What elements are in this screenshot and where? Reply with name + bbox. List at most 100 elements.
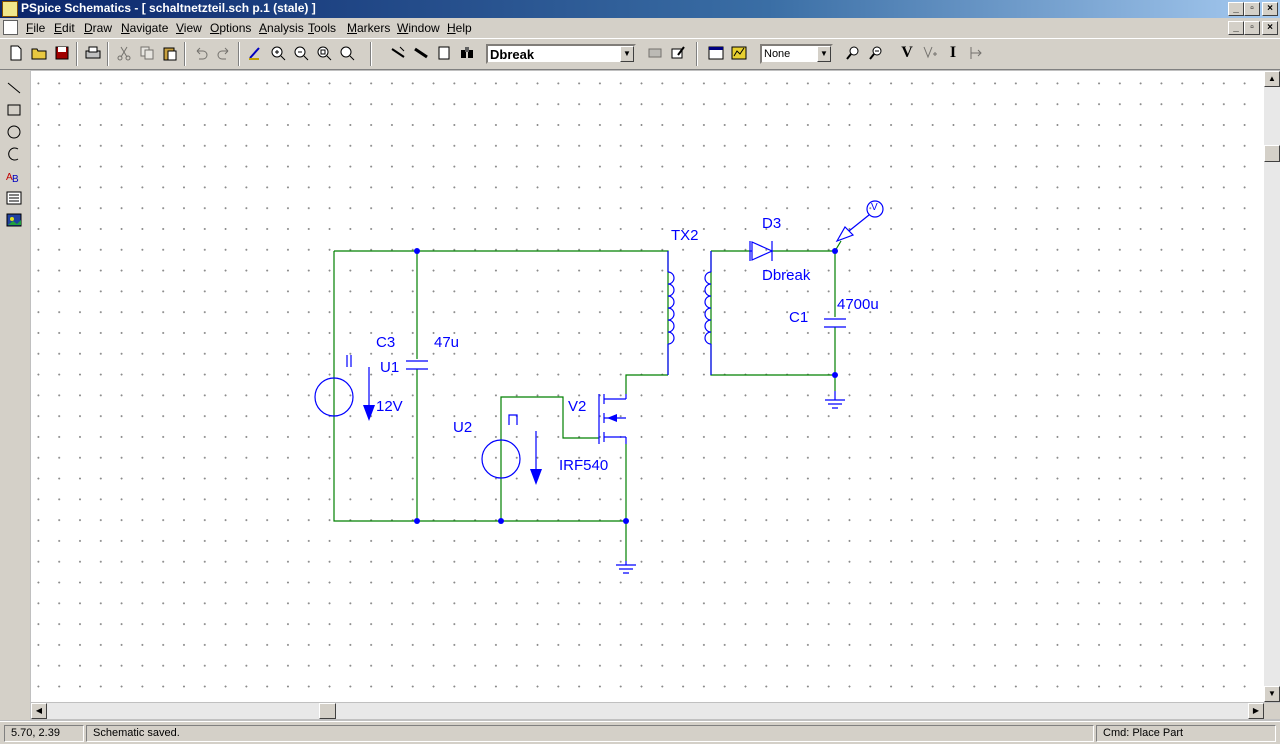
menu-window[interactable]: Window	[397, 21, 440, 35]
schematic-drawing[interactable]	[31, 71, 1264, 702]
redo-icon[interactable]	[214, 43, 234, 63]
menu-view[interactable]: View	[176, 21, 202, 35]
voltage-marker-button[interactable]: V	[901, 44, 913, 61]
menu-file[interactable]: File	[26, 21, 45, 35]
wire[interactable]	[500, 396, 599, 521]
voltage-probe-circle[interactable]	[866, 200, 884, 218]
horizontal-scroll-thumb[interactable]	[319, 703, 336, 719]
draw-line-icon[interactable]	[4, 78, 24, 98]
capacitor-c1-plates[interactable]	[824, 318, 846, 328]
power-marker-icon[interactable]	[966, 43, 986, 63]
paste-icon[interactable]	[160, 43, 180, 63]
voltage-diff-icon[interactable]	[920, 43, 940, 63]
vertical-scrollbar[interactable]: ▲ ▼	[1264, 71, 1280, 702]
label-d3-model[interactable]: Dbreak	[762, 267, 811, 284]
chevron-down-icon[interactable]: ▼	[620, 46, 634, 62]
draw-rectangle-icon[interactable]	[4, 100, 24, 120]
label-u1-value[interactable]: 12V	[376, 398, 403, 415]
close-button[interactable]: ×	[1262, 2, 1278, 16]
wire[interactable]	[334, 250, 669, 375]
zoom-area-icon[interactable]	[314, 43, 334, 63]
scroll-left-icon[interactable]: ◀	[31, 703, 47, 719]
menu-options-mnemonic: O	[210, 21, 220, 35]
menu-tools-label: ools	[314, 21, 337, 35]
menu-markers-mnemonic: M	[347, 21, 357, 35]
print-icon[interactable]	[83, 43, 103, 63]
save-icon[interactable]	[52, 43, 72, 63]
doc-restore-button[interactable]: ▫	[1244, 21, 1260, 35]
scroll-right-icon[interactable]: ▶	[1248, 703, 1264, 719]
edit-attributes-icon[interactable]	[668, 43, 688, 63]
label-c3[interactable]: C3	[376, 334, 396, 351]
undo-icon[interactable]	[191, 43, 211, 63]
minimize-button[interactable]: _	[1228, 2, 1244, 16]
capacitor-c3-plates[interactable]	[406, 360, 428, 370]
draw-block-icon[interactable]	[434, 43, 454, 63]
horizontal-scrollbar[interactable]: ◀ ▶	[31, 703, 1264, 719]
menu-options[interactable]: Options	[210, 21, 251, 35]
doc-minimize-button[interactable]: _	[1228, 21, 1244, 35]
redraw-icon[interactable]	[245, 43, 265, 63]
menu-navigate-label: avigate	[129, 21, 169, 35]
menu-navigate[interactable]: Navigate	[121, 21, 168, 35]
draw-wire-icon[interactable]	[388, 43, 408, 63]
label-c3-value[interactable]: 47u	[434, 334, 460, 351]
draw-circle-icon[interactable]	[4, 122, 24, 142]
transformer-secondary-coil[interactable]	[704, 271, 712, 345]
label-u2[interactable]: U2	[453, 419, 473, 436]
label-u1[interactable]: U1	[380, 359, 400, 376]
label-c1[interactable]: C1	[789, 309, 809, 326]
insert-picture-icon[interactable]	[4, 210, 24, 230]
cut-icon[interactable]	[114, 43, 134, 63]
label-tx2[interactable]: TX2	[671, 227, 699, 244]
wire[interactable]	[625, 374, 668, 394]
get-part-icon[interactable]	[457, 43, 477, 63]
part-name-combo[interactable]: Dbreak ▼	[486, 44, 636, 64]
current-marker-button[interactable]: I	[949, 44, 957, 61]
source-u2-arrow-head	[530, 469, 542, 485]
new-file-icon[interactable]	[6, 43, 26, 63]
menu-help[interactable]: Help	[447, 21, 472, 35]
menu-analysis[interactable]: Analysis	[259, 21, 304, 35]
schematic-canvas[interactable]: TX2 D3 Dbreak C1 4700u C3 47u U1 12V U2 …	[31, 71, 1264, 702]
voltage-source-u1[interactable]	[314, 377, 354, 417]
doc-close-button[interactable]: ×	[1262, 21, 1278, 35]
label-d3[interactable]: D3	[762, 215, 782, 232]
label-v2[interactable]: V2	[568, 398, 587, 415]
layer-combo[interactable]: None ▼	[760, 44, 833, 64]
pulse-source-u2[interactable]	[481, 439, 521, 479]
pulse-symbol	[508, 414, 518, 425]
source-u1-arrow-head	[363, 405, 375, 421]
chevron-down-icon[interactable]: ▼	[817, 46, 831, 62]
open-folder-icon[interactable]	[29, 43, 49, 63]
restore-button[interactable]: ▫	[1244, 2, 1260, 16]
menu-tools[interactable]: Tools	[308, 21, 336, 35]
scroll-down-icon[interactable]: ▼	[1264, 686, 1280, 702]
place-part-icon[interactable]	[645, 43, 665, 63]
setup-analysis-icon[interactable]	[706, 43, 726, 63]
diode-triangle[interactable]	[751, 241, 774, 261]
show-bias-icon[interactable]	[866, 43, 886, 63]
zoom-in-icon[interactable]	[268, 43, 288, 63]
label-c1-value[interactable]: 4700u	[837, 296, 879, 313]
transformer-primary-coil[interactable]	[667, 271, 675, 345]
simulate-icon[interactable]	[729, 43, 749, 63]
menu-draw[interactable]: Draw	[84, 21, 112, 35]
scroll-up-icon[interactable]: ▲	[1264, 71, 1280, 87]
draw-bus-icon[interactable]	[411, 43, 431, 63]
menu-markers[interactable]: Markers	[347, 21, 390, 35]
wire[interactable]	[333, 251, 626, 522]
draw-arc-icon[interactable]	[4, 144, 24, 164]
vertical-scroll-thumb[interactable]	[1264, 145, 1280, 162]
zoom-out-icon[interactable]	[291, 43, 311, 63]
text-box-icon[interactable]	[4, 188, 24, 208]
document-icon[interactable]	[3, 20, 18, 35]
zoom-fit-icon[interactable]	[337, 43, 357, 63]
app-icon[interactable]	[2, 1, 18, 17]
menu-edit-label: dit	[62, 21, 75, 35]
enable-bias-icon[interactable]	[843, 43, 863, 63]
copy-icon[interactable]	[137, 43, 157, 63]
label-v2-model[interactable]: IRF540	[559, 457, 609, 474]
menu-edit[interactable]: Edit	[54, 21, 75, 35]
